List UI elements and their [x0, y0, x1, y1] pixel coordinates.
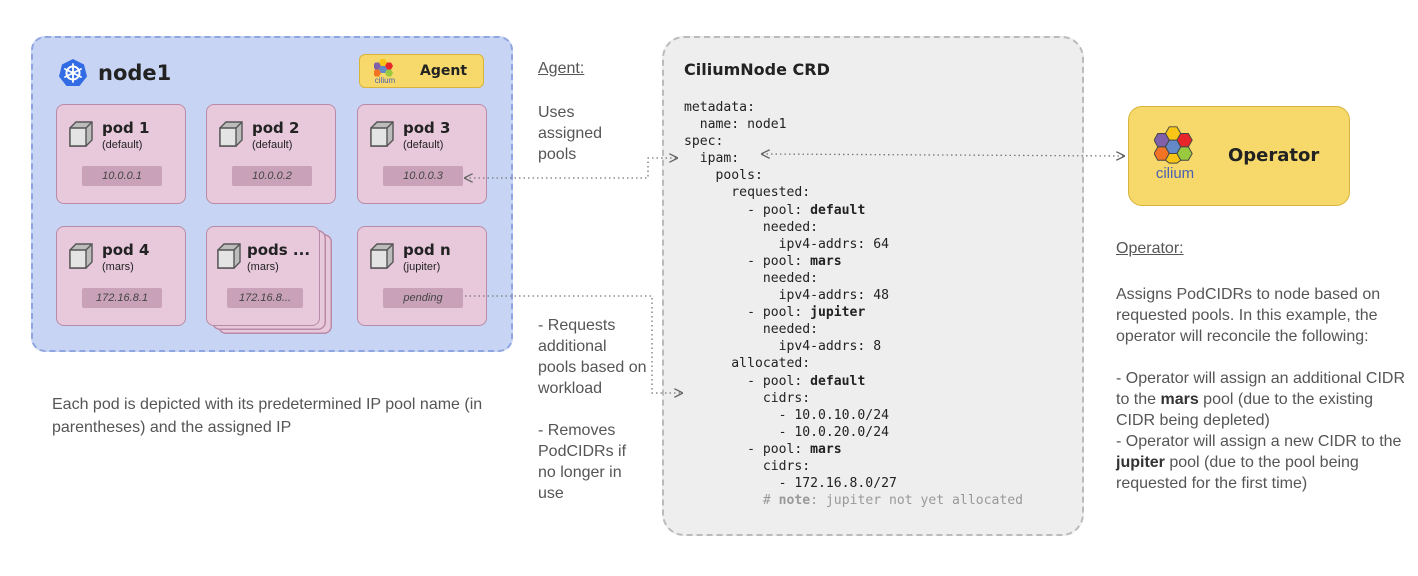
yaml-line: ipv4-addrs: 8	[684, 339, 882, 355]
pod-ip: 10.0.0.2	[232, 166, 312, 186]
operator-item-jupiter: - Operator will assign a new CIDR to the…	[1116, 433, 1402, 492]
agent-box: cilium Agent	[359, 54, 484, 88]
pod-card: pod 1 (default) 10.0.0.1	[56, 104, 186, 204]
pod-card: pod 4 (mars) 172.16.8.1	[56, 226, 186, 326]
pod-pool: (mars)	[247, 261, 279, 273]
yaml-line: pools:	[684, 168, 763, 184]
pod-name: pod 1	[102, 119, 150, 137]
pod-card: pod 3 (default) 10.0.0.3	[357, 104, 487, 204]
cube-icon	[69, 121, 93, 147]
cube-icon	[370, 243, 394, 269]
yaml-line: - 10.0.20.0/24	[684, 424, 889, 440]
yaml-line: - pool: default	[684, 202, 866, 218]
yaml-line: - 10.0.10.0/24	[684, 407, 889, 423]
yaml-line: cidrs:	[684, 390, 811, 406]
operator-label: Operator	[1228, 145, 1320, 166]
yaml-line: - pool: default	[684, 373, 866, 389]
operator-intro: Assigns PodCIDRs to node based on reques…	[1116, 286, 1381, 345]
yaml-line: # note: jupiter not yet allocated	[684, 493, 1024, 509]
pod-pool: (default)	[403, 139, 444, 151]
node-title: node1	[58, 58, 171, 88]
pod-card: pod n (jupiter) pending	[357, 226, 487, 326]
pod-pool: (mars)	[102, 261, 134, 273]
pod-name: pod 3	[403, 119, 451, 137]
pod-ip: 10.0.0.1	[82, 166, 162, 186]
cube-icon	[217, 243, 241, 269]
agent-requests-text: - Requests additional pools based on wor…	[538, 317, 647, 397]
operator-logo-text: cilium	[1155, 165, 1195, 182]
pod-card: pod 2 (default) 10.0.0.2	[206, 104, 336, 204]
pod-name: pods ...	[247, 241, 311, 259]
operator-item-mars: - Operator will assign an additional CID…	[1116, 370, 1406, 429]
cube-icon	[219, 121, 243, 147]
kubernetes-icon	[59, 59, 87, 86]
yaml-line: - pool: mars	[684, 253, 842, 269]
pod-ip: 10.0.0.3	[383, 166, 463, 186]
operator-description: Assigns PodCIDRs to node based on reques…	[1116, 284, 1416, 494]
cilium-logo-icon: cilium	[1150, 124, 1200, 186]
yaml-line: needed:	[684, 322, 819, 338]
agent-logo-text: cilium	[374, 75, 396, 85]
pod-ip: pending	[383, 288, 463, 308]
agent-actions: - Requests additional pools based on wor…	[538, 315, 648, 504]
yaml-line: ipam:	[684, 151, 740, 167]
agent-removes-text: - Removes PodCIDRs if no longer in use	[538, 422, 627, 502]
node-name: node1	[98, 61, 172, 85]
yaml-line: metadata:	[684, 100, 755, 115]
pod-pool: (default)	[252, 139, 293, 151]
pod-pool: (jupiter)	[403, 261, 441, 273]
yaml-line: - 172.16.8.0/27	[684, 476, 897, 492]
crd-title: CiliumNode CRD	[684, 60, 830, 79]
pod-stack-card: pods ... (mars) 172.16.8...	[206, 226, 320, 326]
yaml-line: ipv4-addrs: 64	[684, 236, 889, 252]
pod-ip: 172.16.8...	[227, 288, 303, 308]
yaml-line: needed:	[684, 270, 819, 286]
pod-pool: (default)	[102, 139, 143, 151]
agent-label: Agent	[420, 63, 468, 79]
agent-uses-text: Uses assigned pools	[538, 104, 603, 163]
yaml-line: - pool: jupiter	[684, 305, 866, 321]
yaml-line: - pool: mars	[684, 441, 842, 457]
pod-name: pod 2	[252, 119, 300, 137]
yaml-line: name: node1	[684, 117, 787, 133]
cilium-logo-icon: cilium	[368, 56, 402, 86]
yaml-line: ipv4-addrs: 48	[684, 288, 889, 304]
crd-panel	[662, 36, 1084, 536]
pods-caption: Each pod is depicted with its predetermi…	[52, 396, 483, 436]
yaml-line: allocated:	[684, 356, 811, 372]
yaml-line: spec:	[684, 134, 724, 150]
pod-name: pod n	[403, 241, 451, 259]
yaml-line: requested:	[684, 185, 811, 201]
cube-icon	[69, 243, 93, 269]
yaml-line: cidrs:	[684, 458, 811, 474]
pod-name: pod 4	[102, 241, 150, 259]
operator-heading: Operator:	[1116, 240, 1184, 257]
agent-heading: Agent:	[538, 60, 585, 77]
cube-icon	[370, 121, 394, 147]
pod-ip: 172.16.8.1	[82, 288, 162, 308]
yaml-line: needed:	[684, 219, 819, 235]
